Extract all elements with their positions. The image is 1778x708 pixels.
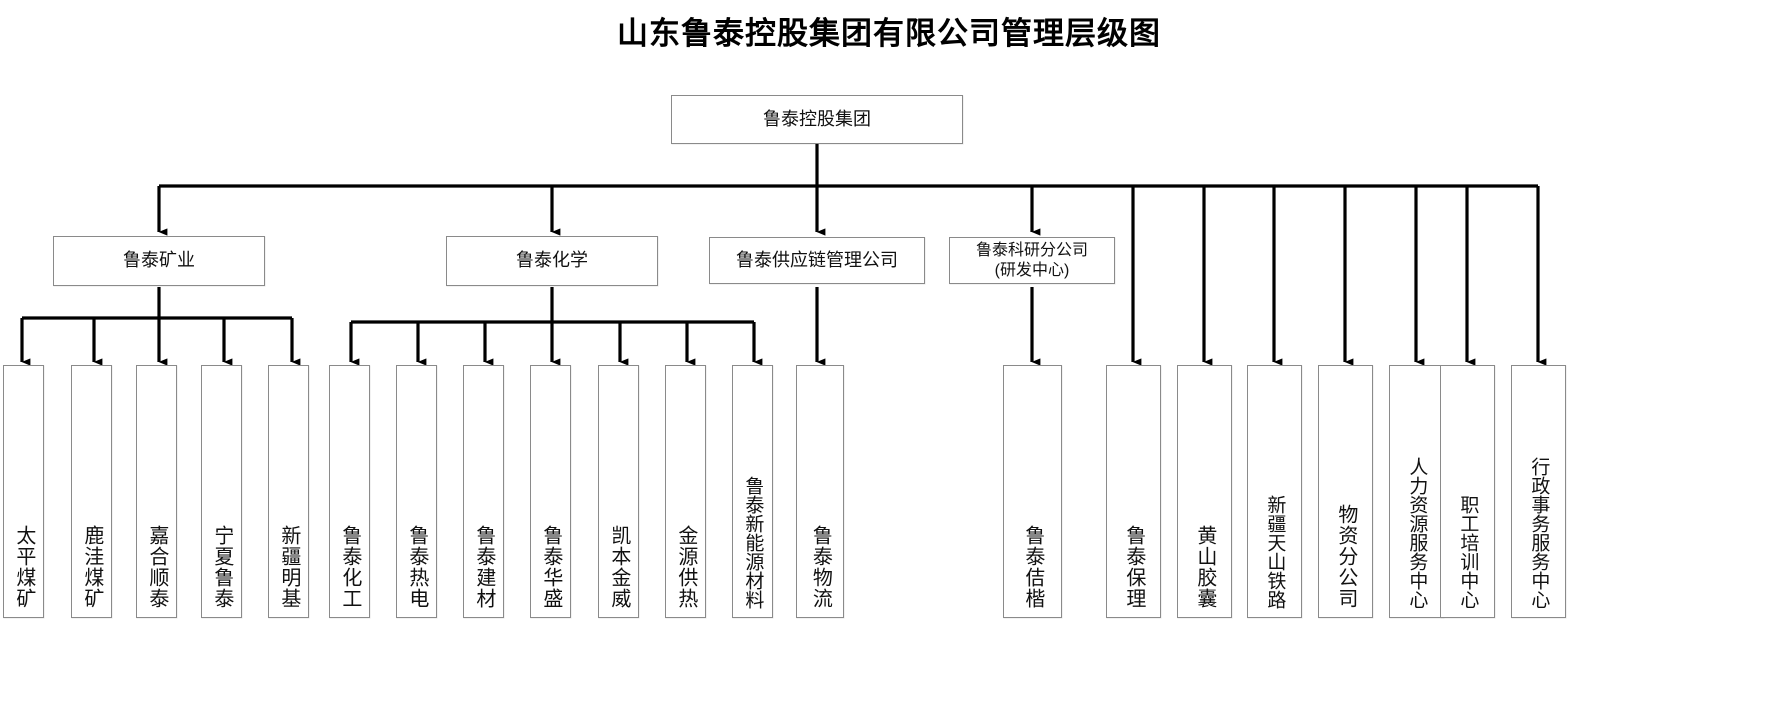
node-lutai-factoring[interactable]: 鲁泰保理 [1106,365,1161,618]
node-lutai-logistics[interactable]: 鲁泰物流 [796,365,844,618]
node-lutai-chemical[interactable]: 鲁泰化工 [329,365,370,618]
node-label: 职工培训中心 [1457,495,1479,609]
node-sublabel: (研发中心) [994,261,1070,279]
node-label: 黄山胶囊 [1193,525,1216,609]
node-ningxia-lutai[interactable]: 宁夏鲁泰 [201,365,242,618]
node-label: 人力资源服务中心 [1406,457,1428,609]
node-chemical-division[interactable]: 鲁泰化学 [446,236,658,286]
node-kaiben-jinwei[interactable]: 凯本金威 [598,365,639,618]
node-research-division[interactable]: 鲁泰科研分公司 (研发中心) [949,237,1115,284]
node-label: 鲁泰热电 [405,525,428,609]
node-label: 鲁泰化学 [516,250,588,271]
node-label: 新疆明基 [277,525,300,609]
node-label: 鲁泰化工 [338,525,361,609]
node-jiaheshuntai[interactable]: 嘉合顺泰 [136,365,177,618]
node-label: 鲁泰科研分公司 [975,241,1088,259]
node-materials-branch[interactable]: 物资分公司 [1318,365,1373,618]
node-label: 鲁泰华盛 [539,525,562,609]
node-label: 鲁泰佶楷 [1021,525,1044,609]
node-admin-affairs-service-center[interactable]: 行政事务服务中心 [1511,365,1566,618]
node-lutai-new-energy-materials[interactable]: 鲁泰新能源材料 [732,365,773,618]
node-label: 鲁泰物流 [809,525,832,609]
node-label: 物资分公司 [1334,504,1357,609]
node-taiping-coal-mine[interactable]: 太平煤矿 [3,365,44,618]
node-hr-service-center[interactable]: 人力资源服务中心 [1389,365,1444,618]
node-lutai-building-materials[interactable]: 鲁泰建材 [463,365,504,618]
node-huangshan-capsule[interactable]: 黄山胶囊 [1177,365,1232,618]
node-xinjiang-mingji[interactable]: 新疆明基 [268,365,309,618]
node-label: 鲁泰新能源材料 [742,476,764,609]
node-lutai-huasheng[interactable]: 鲁泰华盛 [530,365,571,618]
node-xinjiang-tianshan-railway[interactable]: 新疆天山铁路 [1247,365,1302,618]
node-label: 行政事务服务中心 [1528,457,1550,609]
node-supplychain-division[interactable]: 鲁泰供应链管理公司 [709,237,925,284]
node-label: 金源供热 [674,525,697,609]
node-label: 鲁泰供应链管理公司 [736,249,898,270]
node-lutai-thermal-power[interactable]: 鲁泰热电 [396,365,437,618]
node-label: 嘉合顺泰 [145,525,168,609]
node-jinyuan-heating[interactable]: 金源供热 [665,365,706,618]
node-luwa-coal-mine[interactable]: 鹿洼煤矿 [71,365,112,618]
node-label: 凯本金威 [607,525,630,609]
node-root[interactable]: 鲁泰控股集团 [671,95,963,144]
node-lutai-jiekai[interactable]: 鲁泰佶楷 [1003,365,1062,618]
node-staff-training-center[interactable]: 职工培训中心 [1440,365,1495,618]
node-label: 鲁泰建材 [472,525,495,609]
node-label: 鲁泰控股集团 [763,108,871,129]
node-label: 鹿洼煤矿 [80,525,103,609]
page-title: 山东鲁泰控股集团有限公司管理层级图 [617,16,1161,52]
node-label: 太平煤矿 [12,525,35,609]
node-label: 新疆天山铁路 [1264,495,1286,609]
node-label: 鲁泰保理 [1122,525,1145,609]
node-label: 鲁泰矿业 [123,250,195,271]
node-mining-division[interactable]: 鲁泰矿业 [53,236,265,286]
node-label: 宁夏鲁泰 [210,525,233,609]
